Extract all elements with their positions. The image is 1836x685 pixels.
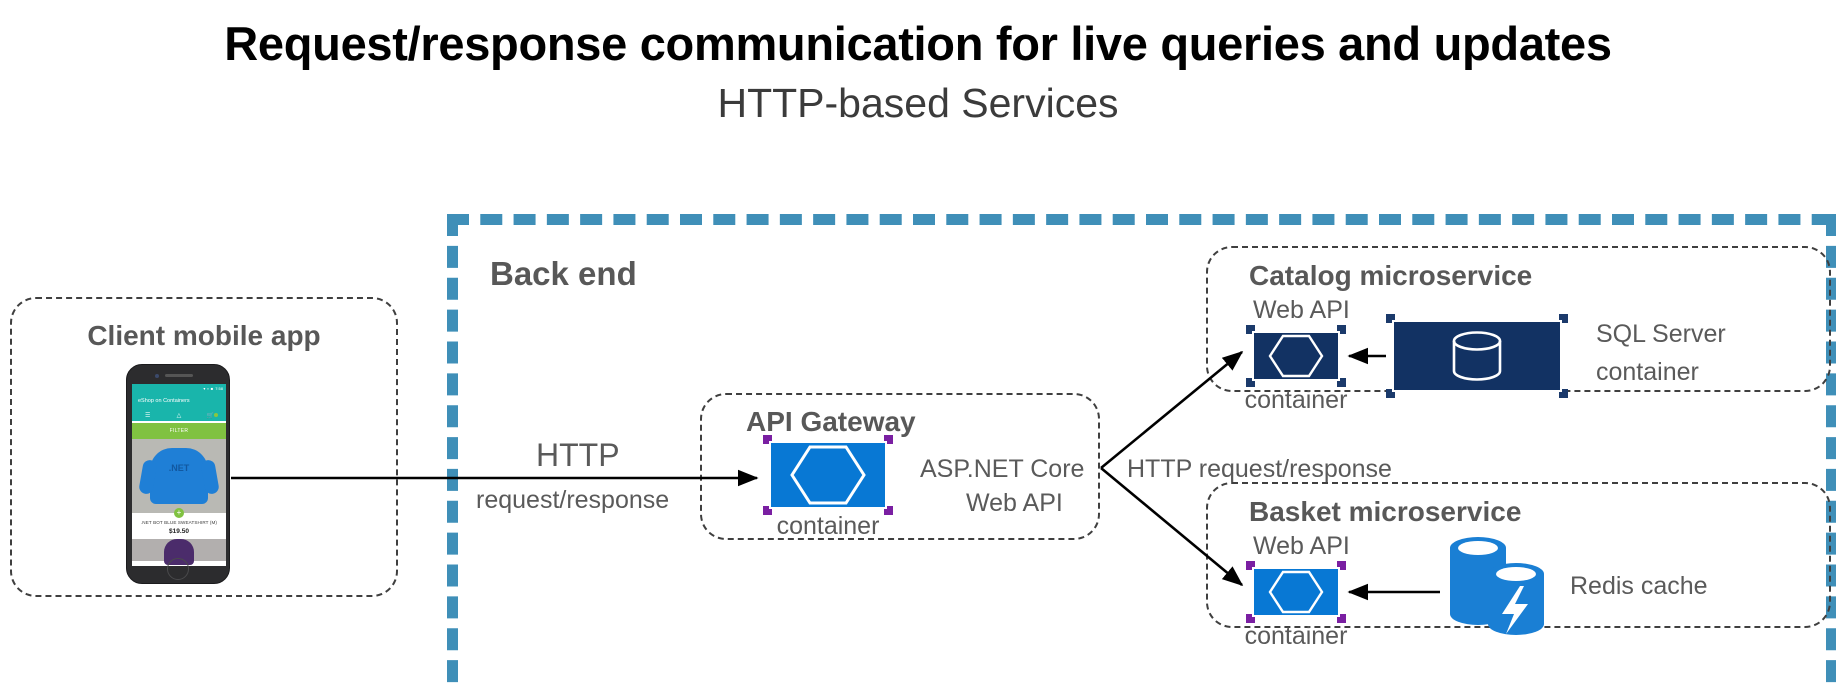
backend-region-right-edge xyxy=(1826,214,1836,685)
hoodie-brand-label: .NET xyxy=(168,463,190,473)
sql-server-label-line1: SQL Server xyxy=(1596,320,1726,348)
api-gateway-tech-line2: Web API xyxy=(966,489,1063,517)
corner-bracket-bl xyxy=(1246,614,1255,623)
mobile-phone-mockup: ▾ ▪ ■ 7:58 eShop on Containers ☰ △ 🛒 FIL… xyxy=(126,364,230,584)
corner-bracket-tl xyxy=(1246,561,1255,570)
http-flow-label-line1: HTTP xyxy=(536,437,620,473)
redis-cache-label: Redis cache xyxy=(1570,572,1708,600)
backend-region xyxy=(447,214,1836,685)
corner-bracket-bl xyxy=(1386,389,1395,398)
page-subtitle: HTTP-based Services xyxy=(717,80,1119,126)
basket-webapi-label: Web API xyxy=(1253,532,1350,560)
hexagon-glyph xyxy=(1268,570,1324,614)
database-cylinder-icon xyxy=(1452,331,1502,381)
phone-tab-bar: ☰ △ 🛒 xyxy=(132,409,226,423)
battery-icon: ■ xyxy=(210,385,214,391)
corner-bracket-tl xyxy=(1386,314,1395,323)
container-icon-body xyxy=(1252,567,1340,617)
page-title: Request/response communication for live … xyxy=(224,17,1612,70)
phone-home-button[interactable] xyxy=(167,558,189,580)
api-gateway-box xyxy=(700,393,1100,540)
basket-container-label: container xyxy=(1244,622,1348,650)
phone-camera-icon xyxy=(155,373,159,378)
sql-server-container-icon xyxy=(1386,314,1568,398)
sql-server-label-line2: container xyxy=(1596,358,1699,386)
api-gateway-container-icon xyxy=(763,435,893,515)
http-request-response-label: HTTP request/response xyxy=(1127,455,1392,483)
catalog-webapi-label: Web API xyxy=(1253,296,1350,324)
profile-icon[interactable]: △ xyxy=(176,412,182,419)
redis-cache-icon xyxy=(1450,537,1544,635)
cart-icon[interactable]: 🛒 xyxy=(195,412,226,419)
api-gateway-container-label: container xyxy=(776,512,880,540)
basket-container-icon xyxy=(1246,561,1346,623)
client-mobile-app-box xyxy=(10,297,398,597)
signal-icon: ▪ xyxy=(207,385,209,391)
corner-bracket-tl xyxy=(763,435,772,444)
http-flow-label-line2: request/response xyxy=(476,486,670,514)
catalog-container-label: container xyxy=(1244,386,1348,414)
corner-bracket-br xyxy=(1337,614,1346,623)
container-icon-body xyxy=(769,441,887,509)
wifi-icon: ▾ xyxy=(203,385,206,391)
app-name-label: eShop on Containers xyxy=(138,398,190,404)
menu-icon[interactable]: ☰ xyxy=(144,412,151,419)
corner-bracket-tl xyxy=(1246,325,1255,334)
corner-bracket-tr xyxy=(1559,314,1568,323)
filter-label: FILTER xyxy=(169,428,189,434)
api-gateway-title: API Gateway xyxy=(746,406,916,437)
backend-label: Back end xyxy=(490,255,637,292)
hoodie-graphic xyxy=(150,448,208,504)
client-mobile-app-title: Client mobile app xyxy=(87,320,321,351)
clock-label: 7:58 xyxy=(215,385,223,391)
hexagon-glyph xyxy=(1268,334,1324,378)
corner-bracket-bl xyxy=(763,506,772,515)
product-price-label: $19.50 xyxy=(169,528,189,535)
corner-bracket-bl xyxy=(1246,378,1255,387)
phone-status-bar: ▾ ▪ ■ 7:58 xyxy=(132,384,226,393)
basket-microservice-title: Basket microservice xyxy=(1249,496,1522,527)
phone-filter-button[interactable]: FILTER xyxy=(132,423,226,439)
add-to-cart-icon[interactable]: + xyxy=(174,508,184,518)
catalog-microservice-title: Catalog microservice xyxy=(1249,260,1533,291)
corner-bracket-tr xyxy=(1337,325,1346,334)
corner-bracket-br xyxy=(884,506,893,515)
corner-bracket-br xyxy=(1337,378,1346,387)
phone-speaker xyxy=(165,374,193,377)
corner-bracket-tr xyxy=(884,435,893,444)
phone-screen: ▾ ▪ ■ 7:58 eShop on Containers ☰ △ 🛒 FIL… xyxy=(132,384,226,566)
api-gateway-tech-line1: ASP.NET Core xyxy=(920,455,1085,483)
cart-badge-dot xyxy=(213,412,218,417)
corner-bracket-tr xyxy=(1337,561,1346,570)
container-icon-body xyxy=(1252,331,1340,381)
hexagon-glyph xyxy=(790,445,866,505)
phone-product-image: .NET + xyxy=(132,439,226,518)
product-name-label: .NET BOT BLUE SWEATSHIRT (M) xyxy=(140,520,218,525)
corner-bracket-br xyxy=(1559,389,1568,398)
phone-app-bar: eShop on Containers xyxy=(132,393,226,409)
catalog-container-icon xyxy=(1246,325,1346,387)
